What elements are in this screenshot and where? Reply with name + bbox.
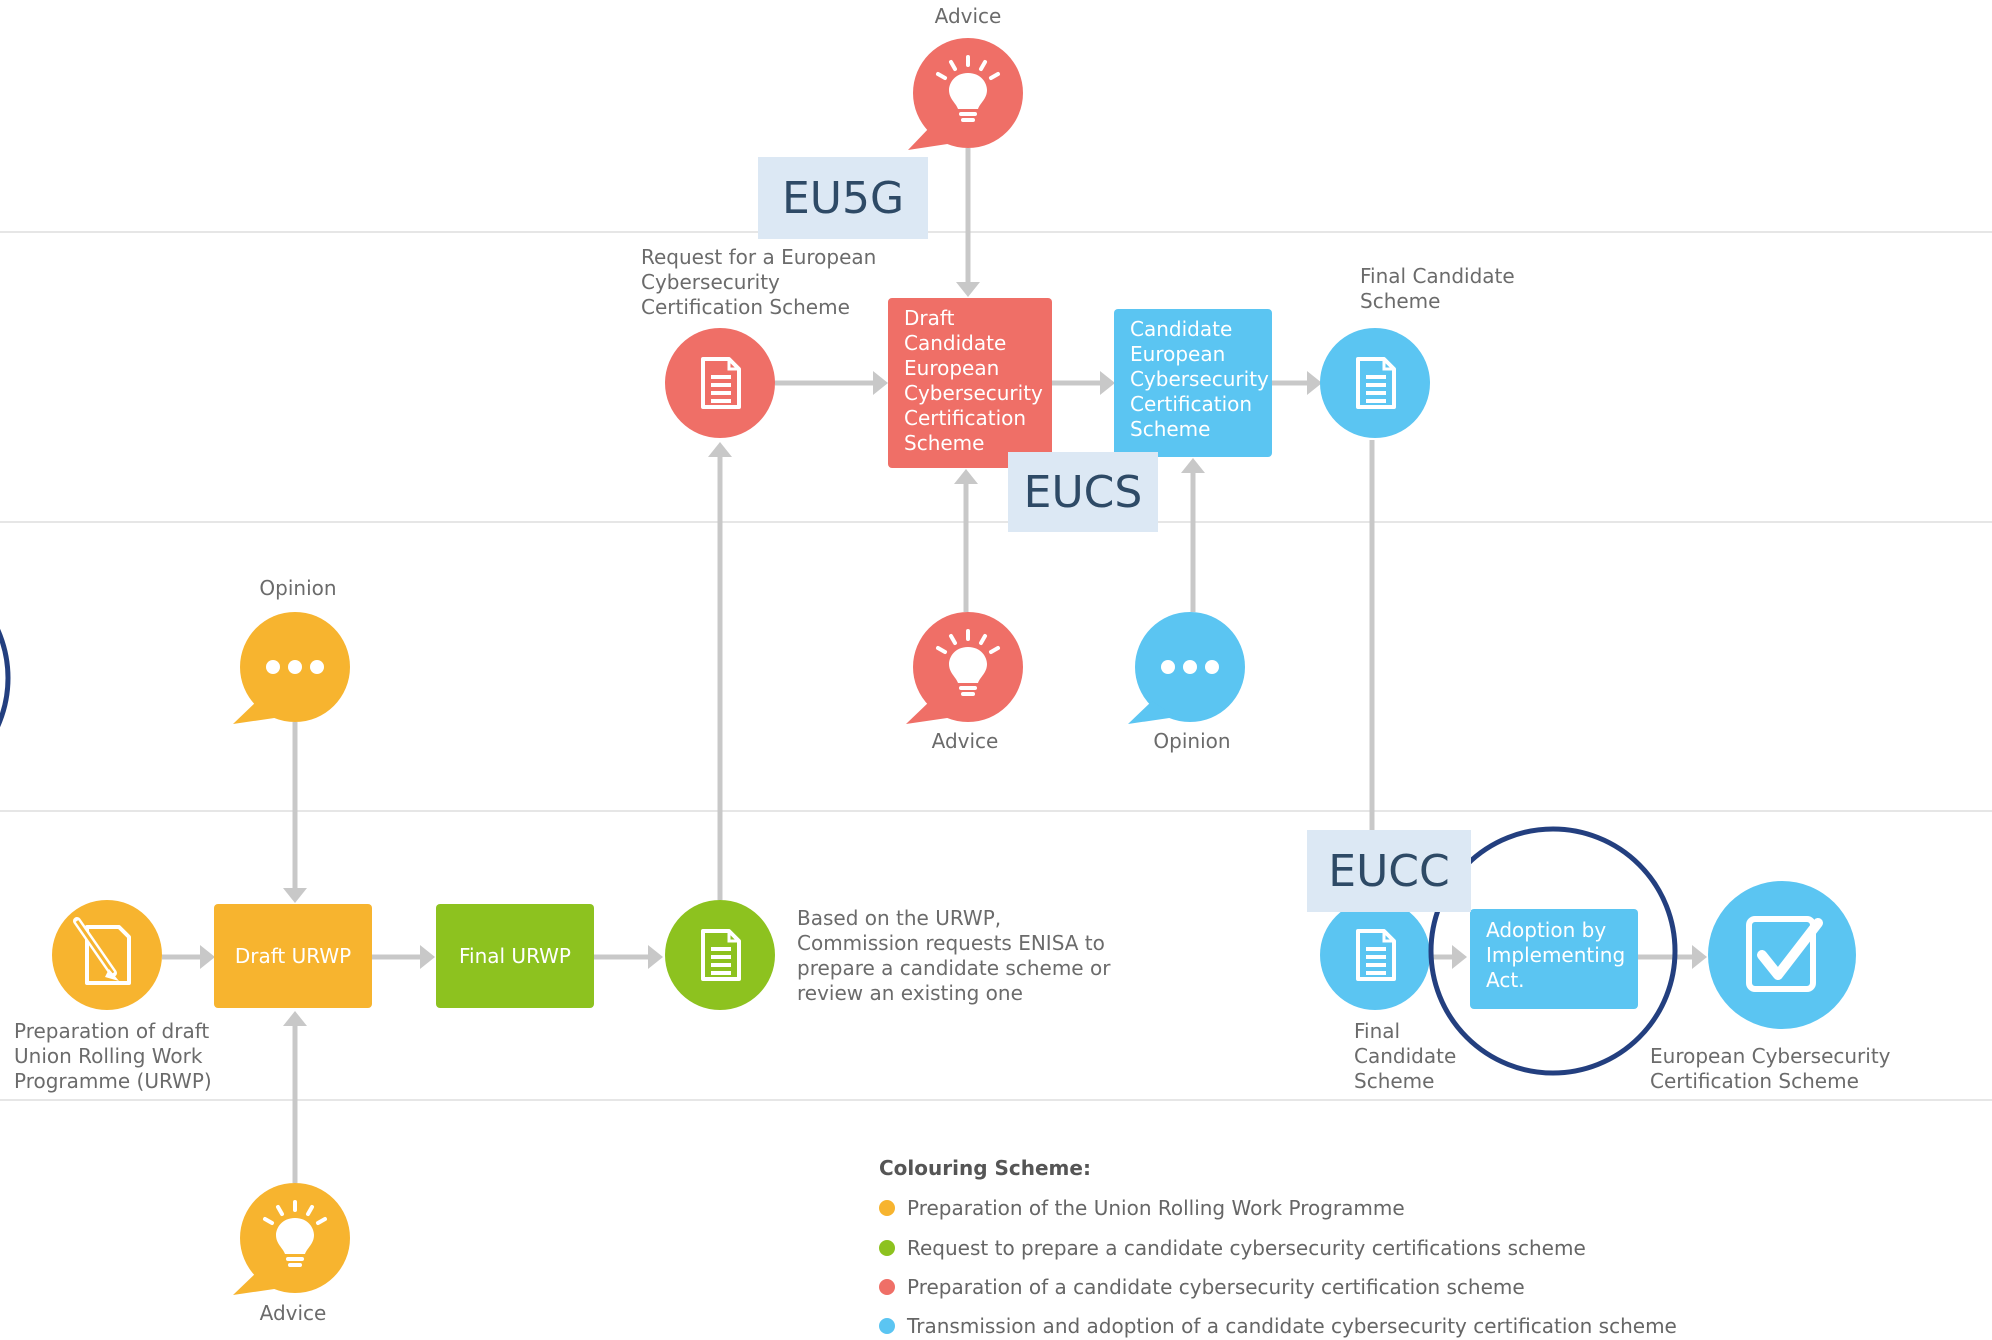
legend-item-green: Request to prepare a candidate cybersecu… <box>879 1236 1586 1260</box>
request-document-icon <box>665 328 775 438</box>
highlight-ring-partial <box>0 628 11 728</box>
legend-item-red: Preparation of a candidate cybersecurity… <box>879 1275 1525 1299</box>
opinion-mid-label: Opinion <box>1153 729 1231 753</box>
draft-urwp-box: Draft URWP <box>214 904 372 1008</box>
adoption-highlight-ring <box>1428 826 1678 1076</box>
final-candidate-top-label: Final Candidate Scheme <box>1360 264 1515 313</box>
final-urwp-box: Final URWP <box>436 904 594 1008</box>
adoption-box: Adoption by Implementing Act. <box>1470 909 1638 1009</box>
legend-text: Request to prepare a candidate cybersecu… <box>907 1236 1586 1260</box>
final-candidate-bottom-document-icon <box>1320 900 1430 1010</box>
legend-dot-green <box>879 1240 895 1256</box>
advice-bottom-lightbulb-icon <box>233 1183 350 1295</box>
request-label: Request for a European Cybersecurity Cer… <box>641 245 877 319</box>
connectors <box>162 148 1707 1183</box>
legend-item-orange: Preparation of the Union Rolling Work Pr… <box>879 1196 1405 1220</box>
advice-top-label: Advice <box>934 4 1002 28</box>
european-scheme-check-icon <box>1708 881 1856 1029</box>
legend-dot-blue <box>879 1318 895 1334</box>
opinion-mid-ellipsis-icon <box>1128 612 1245 724</box>
legend-text: Preparation of the Union Rolling Work Pr… <box>907 1196 1405 1220</box>
advice-mid-label: Advice <box>931 729 999 753</box>
tag-eucc: EUCC <box>1307 830 1471 912</box>
commission-request-document-icon <box>665 900 775 1010</box>
legend-dot-red <box>879 1279 895 1295</box>
based-on-urwp-label: Based on the URWP, Commission requests E… <box>797 906 1111 1005</box>
advice-top-lightbulb-icon <box>908 38 1023 150</box>
draft-candidate-scheme-box: Draft Candidate European Cybersecurity C… <box>888 298 1052 468</box>
legend-text: Transmission and adoption of a candidate… <box>907 1314 1677 1338</box>
preparation-edit-document-icon <box>52 900 162 1010</box>
tag-eucs: EUCS <box>1008 452 1158 532</box>
legend-text: Preparation of a candidate cybersecurity… <box>907 1275 1525 1299</box>
european-scheme-label: European Cybersecurity Certification Sch… <box>1650 1044 1891 1093</box>
advice-bottom-label: Advice <box>259 1301 327 1325</box>
opinion-left-ellipsis-icon <box>233 612 350 724</box>
legend-dot-orange <box>879 1200 895 1216</box>
advice-mid-lightbulb-icon <box>906 612 1023 724</box>
candidate-european-scheme-box: Candidate European Cybersecurity Certifi… <box>1114 309 1272 457</box>
tag-eu5g: EU5G <box>758 157 928 239</box>
preparation-label: Preparation of draft Union Rolling Work … <box>14 1019 212 1093</box>
opinion-left-label: Opinion <box>259 576 337 600</box>
final-candidate-bottom-label: Final Candidate Scheme <box>1354 1019 1457 1093</box>
legend-title: Colouring Scheme: <box>879 1156 1091 1180</box>
legend-item-blue: Transmission and adoption of a candidate… <box>879 1314 1677 1338</box>
final-candidate-top-document-icon <box>1320 328 1430 438</box>
